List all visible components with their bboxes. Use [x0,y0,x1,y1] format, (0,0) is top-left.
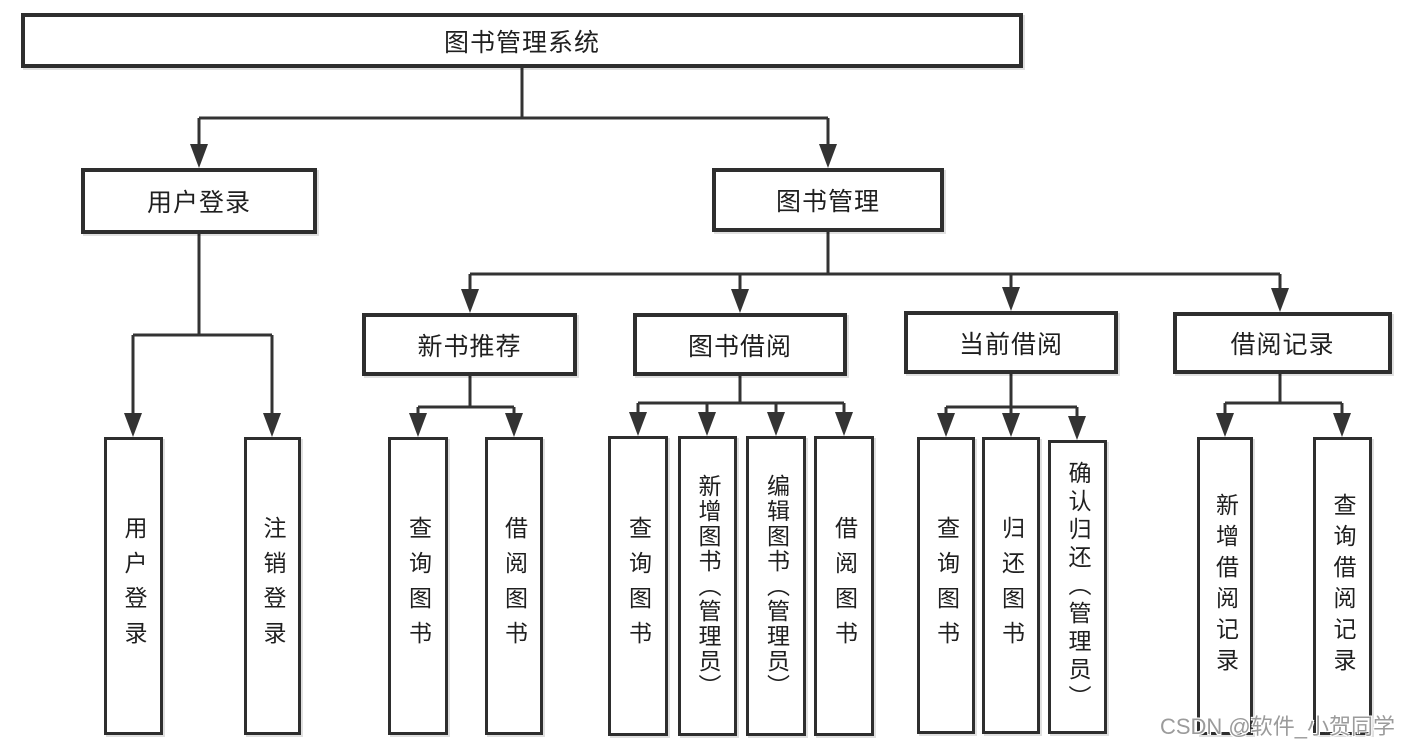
arrowhead-icon [124,413,142,437]
leaf-borrow-books-2: 借阅图书 [814,436,874,736]
arrowhead-icon [190,144,208,168]
node-new-book-recommend: 新书推荐 [362,313,577,376]
leaf-user-login: 用户登录 [104,437,163,735]
arrowhead-icon [1002,287,1020,311]
leaf-borrow-books-2-label: 借阅图书 [831,516,858,656]
arrowhead-icon [1068,416,1086,440]
leaf-borrow-books-1: 借阅图书 [485,437,543,735]
leaf-return-book-label: 归还图书 [998,515,1025,656]
leaf-borrow-books-1-label: 借阅图书 [501,516,528,656]
arrowhead-icon [835,412,853,436]
leaf-add-borrow-record: 新增借阅记录 [1197,437,1253,735]
arrowhead-icon [629,412,647,436]
leaf-user-login-label: 用户登录 [121,516,147,656]
leaf-add-book-admin: 新增图书（管理员） [678,436,737,736]
leaf-confirm-return-admin-label: 确认归还（管理员） [1065,461,1091,713]
connector-user-login-children [124,234,281,437]
node-user-login-label: 用户登录 [146,189,251,217]
leaf-query-books-3-label: 查询图书 [933,515,960,656]
connector-book-borrow-children [629,376,853,436]
node-current-borrow-label: 当前借阅 [958,330,1063,359]
node-borrow-records: 借阅记录 [1173,312,1392,374]
arrowhead-icon [937,413,955,437]
leaf-edit-book-admin-label: 编辑图书（管理员） [763,473,790,699]
leaf-query-books-1: 查询图书 [388,437,448,735]
arrowhead-icon [698,412,716,436]
leaf-return-book: 归还图书 [982,437,1040,734]
leaf-logout: 注销登录 [244,437,301,735]
leaf-query-books-2: 查询图书 [608,436,668,736]
connector-root-to-level2 [190,68,837,168]
leaf-query-books-3: 查询图书 [917,437,975,734]
arrowhead-icon [263,413,281,437]
arrowhead-icon [731,289,749,313]
leaf-confirm-return-admin: 确认归还（管理员） [1048,440,1107,734]
csdn-watermark: CSDN @软件_小贺同学 [1159,714,1395,739]
arrowhead-icon [1216,413,1234,437]
arrowhead-icon [819,144,837,168]
arrowhead-icon [461,289,479,313]
leaf-query-books-1-label: 查询图书 [405,516,432,656]
node-borrow-records-label: 借阅记录 [1230,331,1335,359]
leaf-query-borrow-record: 查询借阅记录 [1313,437,1372,735]
node-root-label: 图书管理系统 [443,28,600,57]
connector-current-borrow-children [937,374,1086,440]
arrowhead-icon [767,412,785,436]
arrowhead-icon [409,413,427,437]
arrowhead-icon [505,413,523,437]
leaf-query-books-2-label: 查询图书 [625,516,652,656]
leaf-query-borrow-record-label: 查询借阅记录 [1330,493,1356,679]
node-book-management: 图书管理 [712,168,944,232]
connector-borrow-record-children [1216,374,1351,437]
node-new-book-recommend-label: 新书推荐 [417,332,522,361]
arrowhead-icon [1002,413,1020,437]
node-current-borrow: 当前借阅 [904,311,1118,374]
leaf-add-borrow-record-label: 新增借阅记录 [1212,493,1239,679]
node-book-borrow: 图书借阅 [633,313,847,376]
node-book-borrow-label: 图书借阅 [687,332,792,361]
node-book-management-label: 图书管理 [775,188,880,216]
leaf-add-book-admin-label: 新增图书（管理员） [695,473,721,699]
arrowhead-icon [1271,288,1289,312]
leaf-edit-book-admin: 编辑图书（管理员） [746,436,806,736]
connector-book-mgmt-sections [461,232,1289,313]
leaf-logout-label: 注销登录 [260,516,286,656]
node-user-login: 用户登录 [81,168,317,234]
node-root: 图书管理系统 [21,13,1023,68]
connector-new-book-children [409,376,523,437]
arrowhead-icon [1333,413,1351,437]
